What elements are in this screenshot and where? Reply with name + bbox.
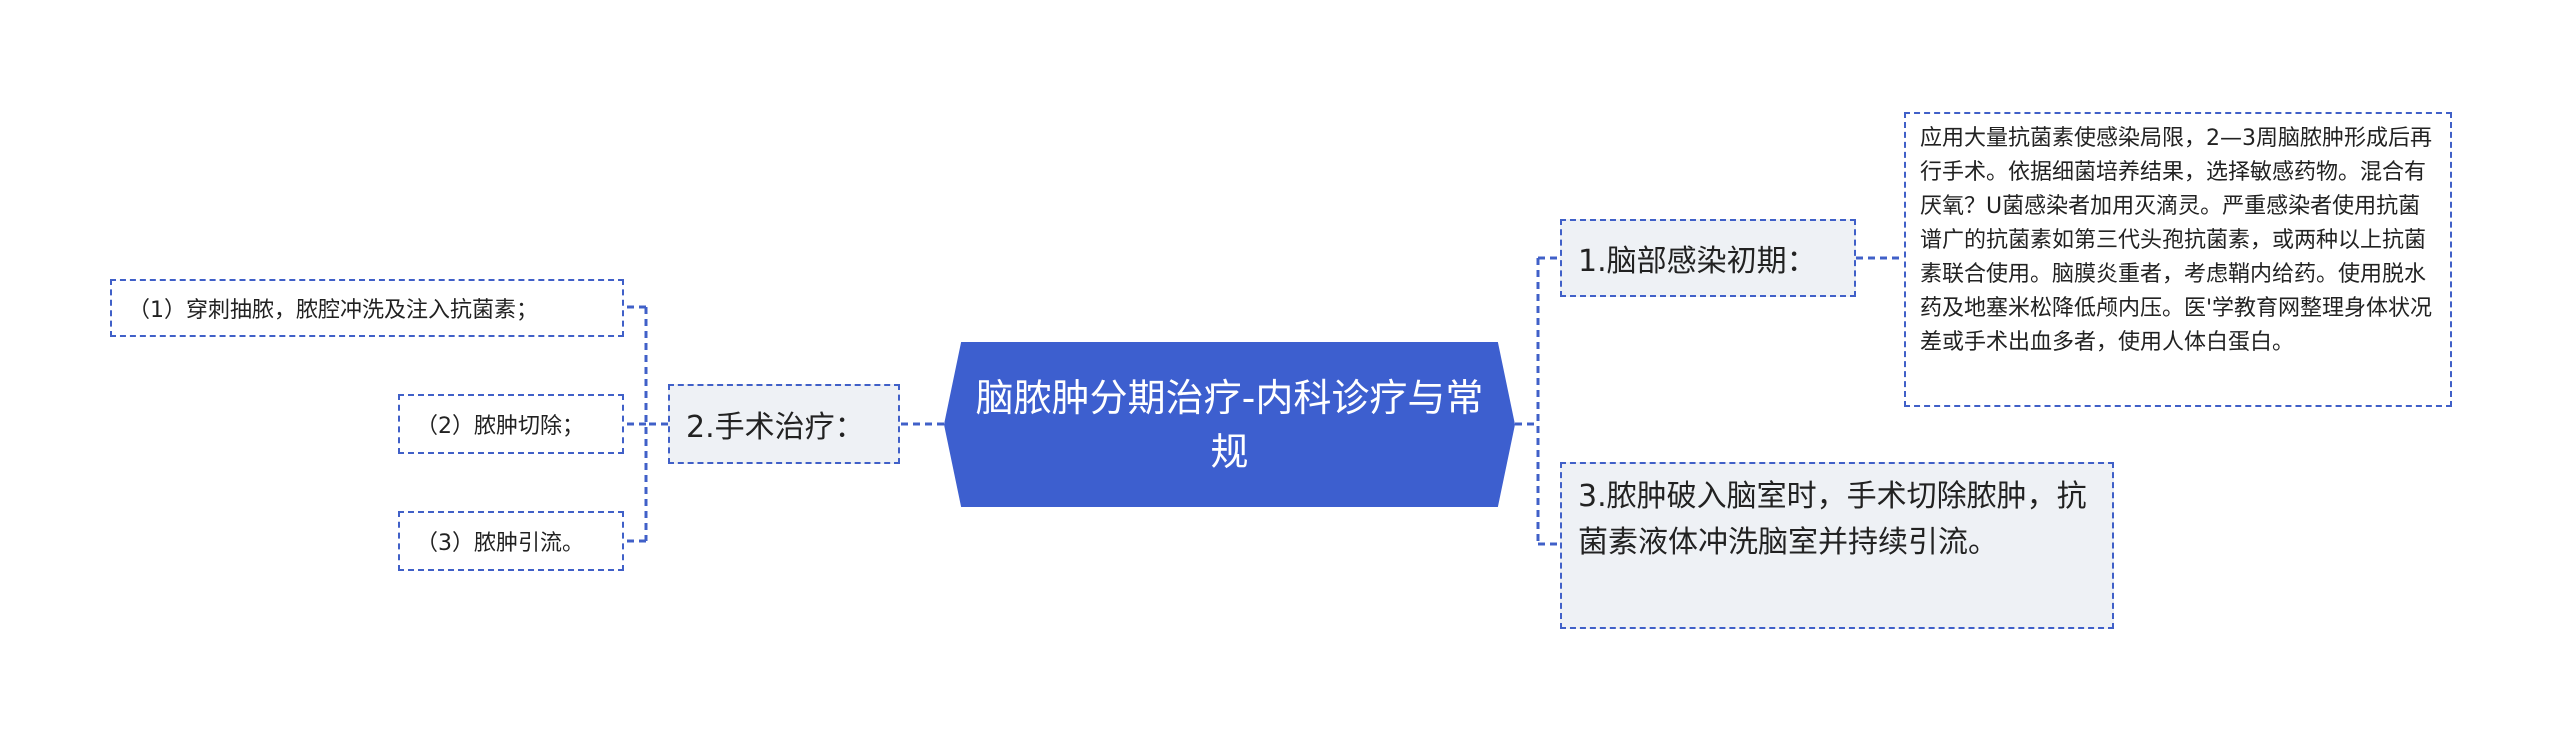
detail-early-infection-text: 应用大量抗菌素使感染局限，2—3周脑脓肿形成后再行手术。依据细菌培养结果，选择敏… <box>1920 126 2433 355</box>
branch-ventricle-rupture[interactable]: 3.脓肿破入脑室时，手术切除脓肿，抗菌素液体冲洗脑室并持续引流。 <box>1560 462 2114 629</box>
branch-early-infection[interactable]: 1.脑部感染初期： <box>1560 219 1856 297</box>
root-topic[interactable]: 脑脓肿分期治疗-内科诊疗与常规 <box>944 342 1515 507</box>
connector-surgery-to-leaves <box>624 305 668 543</box>
leaf-puncture[interactable]: （1）穿刺抽脓，脓腔冲洗及注入抗菌素； <box>110 279 624 337</box>
root-topic-label: 脑脓肿分期治疗-内科诊疗与常规 <box>975 375 1484 474</box>
leaf-abscess-drainage[interactable]: （3）脓肿引流。 <box>398 511 624 571</box>
leaf-abscess-excision-label: （2）脓肿切除； <box>416 414 584 439</box>
detail-early-infection[interactable]: 应用大量抗菌素使感染局限，2—3周脑脓肿形成后再行手术。依据细菌培养结果，选择敏… <box>1904 112 2452 407</box>
branch-surgery-treatment[interactable]: 2.手术治疗： <box>668 384 900 464</box>
branch-surgery-label: 2.手术治疗： <box>686 410 865 445</box>
branch-ventricle-rupture-text: 3.脓肿破入脑室时，手术切除脓肿，抗菌素液体冲洗脑室并持续引流。 <box>1578 479 2087 560</box>
leaf-puncture-label: （1）穿刺抽脓，脓腔冲洗及注入抗菌素； <box>128 298 538 323</box>
branch-early-infection-label: 1.脑部感染初期： <box>1578 244 1817 279</box>
leaf-abscess-excision[interactable]: （2）脓肿切除； <box>398 394 624 454</box>
connector-root-to-right <box>1515 256 1560 546</box>
leaf-abscess-drainage-label: （3）脓肿引流。 <box>416 531 584 556</box>
